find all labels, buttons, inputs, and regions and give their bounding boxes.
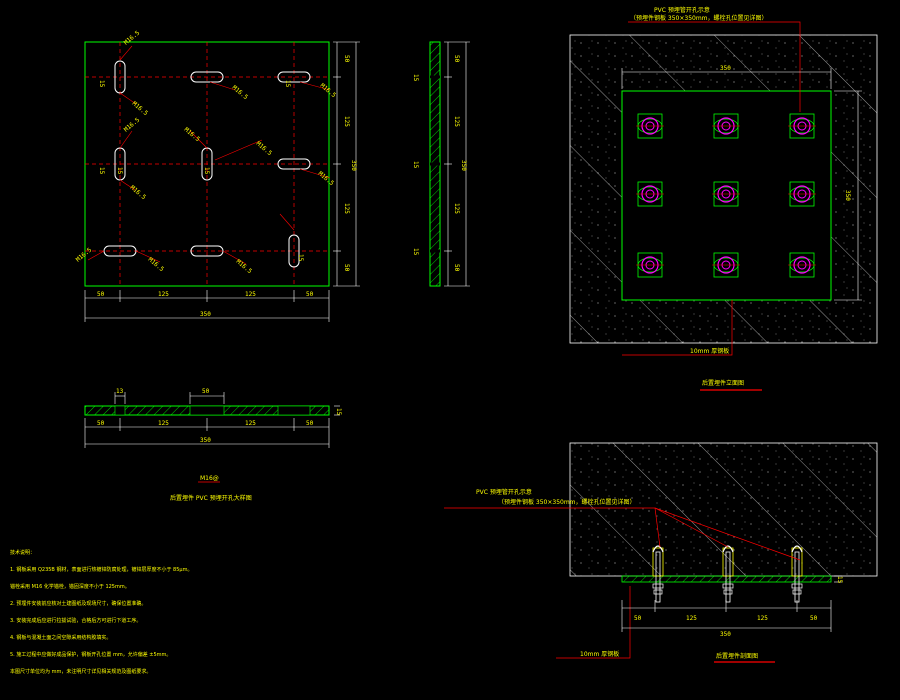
side-dim-right-3: 125: [453, 203, 460, 214]
section-caption: 后置埋件 PVC 预埋开孔大样图: [170, 494, 252, 502]
anchor-bolt-symbol: [788, 181, 816, 207]
notes-line: 5. 施工过程中应做好成品保护，钢板开孔位置 mm，允许偏差 ±5mm。: [10, 652, 172, 658]
anchor-bolt-symbol: [712, 181, 740, 207]
section-view: PVC 预埋管开孔示意 （预埋件钢板 350×350mm，螺栓孔位置见详图） 5…: [444, 442, 878, 663]
section-caption-right: 后置埋件剖面图: [716, 652, 758, 660]
hole-label: M16.5: [231, 84, 250, 101]
sect-dim-1: 50: [634, 615, 642, 622]
slot-label: 15: [116, 167, 123, 175]
hole-label: M16.5: [319, 82, 338, 99]
anchor-bolt-symbol: [636, 113, 664, 139]
slot-label: 15: [98, 80, 105, 88]
anchor-bolt-symbol: [788, 113, 816, 139]
elevation-dim-top: 350: [720, 65, 731, 72]
slot-label: 15: [284, 80, 291, 88]
dim-right-4: 50: [343, 264, 350, 272]
side-dim-right-2: 125: [453, 116, 460, 127]
elevation-leader-title: PVC 预埋管开孔示意: [654, 6, 710, 14]
elevation-leader-sub: （预埋件钢板 350×350mm，螺栓孔位置见详图）: [630, 14, 768, 22]
dim-right-total: 350: [350, 160, 357, 171]
hole-label: M16.5: [75, 246, 94, 263]
notes-line: 1. 钢板采用 Q235B 钢材，表面进行热镀锌防腐处理，镀锌层厚度不小于 85…: [10, 567, 193, 573]
hole-label: M16.5: [131, 100, 150, 117]
plate-section: 13 50 50 125 125 50 350 15 M16@ 后置埋件 PVC…: [84, 388, 342, 502]
section-leader-sub: （预埋件钢板 350×350mm，螺栓孔位置见详图）: [498, 498, 636, 506]
section-dim-right: 15: [335, 408, 342, 416]
anchor-bolt-symbol: [636, 181, 664, 207]
elevation-tag: 10mm 厚钢板: [690, 347, 729, 355]
dim-bottom-3: 125: [245, 291, 256, 298]
hole-labels: M16.5 M16.5 M16.5 M16.5 M16.5 M16.5 M16.…: [75, 29, 338, 275]
section-dim-bottom-4: 50: [306, 420, 314, 427]
anchor-bolt-section: [652, 545, 664, 603]
dim-bottom-2: 125: [158, 291, 169, 298]
side-dim-left-1: 15: [412, 74, 419, 82]
section-dim-bottom-1: 50: [97, 420, 105, 427]
hole-label: M16.5: [317, 170, 336, 187]
hole-label: M16.5: [123, 29, 142, 46]
dim-right-1: 50: [343, 55, 350, 63]
side-dim-right-1: 50: [453, 55, 460, 63]
elevation-dim-right: 350: [844, 190, 851, 201]
slot-label: 15: [98, 167, 105, 175]
hole-label: M16.5: [235, 258, 254, 275]
sect-dim-right: 15: [836, 576, 843, 584]
dim-bottom-4: 50: [306, 291, 314, 298]
notes-line: 4. 钢板与混凝土面之间空隙采用结构胶填实。: [10, 635, 112, 641]
section-tag: 10mm 厚钢板: [580, 650, 619, 658]
dim-right-2: 125: [343, 116, 350, 127]
section-dim-bottom-3: 125: [245, 420, 256, 427]
section-leader-title: PVC 预埋管开孔示意: [476, 488, 532, 496]
plate-side: 15 15 15 50 125 125 50 350: [412, 41, 470, 287]
hole-label: M16.5: [255, 140, 274, 157]
dim-bottom-1: 50: [97, 291, 105, 298]
plate-plan: M16.5 M16.5 M16.5 M16.5 M16.5 M16.5 M16.…: [75, 29, 360, 322]
dim-bottom-total: 350: [200, 311, 211, 318]
technical-notes: 技术说明： 1. 钢板采用 Q235B 钢材，表面进行热镀锌防腐处理，镀锌层厚度…: [10, 545, 250, 681]
section-dim-top-left: 13: [116, 388, 124, 395]
notes-title: 技术说明：: [10, 550, 36, 556]
notes-line: 2. 预埋件安装前应核对土建图纸及现场尺寸，确保位置准确。: [10, 601, 147, 607]
hole-label: M16.5: [123, 116, 142, 133]
notes-line: 锚栓采用 M16 化学锚栓，锚固深度不小于 125mm。: [10, 584, 130, 590]
sect-dim-2: 125: [686, 615, 697, 622]
side-dim-total: 350: [460, 160, 467, 171]
section-dim-top-mid: 50: [202, 388, 210, 395]
elevation-view: PVC 预埋管开孔示意 （预埋件钢板 350×350mm，螺栓孔位置见详图） 3…: [569, 6, 878, 391]
hole-label: M16.5: [129, 184, 148, 201]
side-dim-left-3: 15: [412, 248, 419, 256]
sect-dim-4: 50: [810, 615, 818, 622]
slot-label: 15: [297, 254, 304, 262]
hole-label: M16.5: [183, 126, 202, 143]
slot-label: 15: [203, 167, 210, 175]
anchor-bolt-symbol: [788, 252, 816, 278]
side-dim-left-2: 15: [412, 161, 419, 169]
side-dim-right-4: 50: [453, 264, 460, 272]
plan-dim-lines: [84, 41, 360, 322]
dim-right-3: 125: [343, 203, 350, 214]
anchor-bolt-section: [722, 545, 734, 603]
elevation-caption: 后置埋件立面图: [702, 379, 744, 387]
sect-dim-3: 125: [757, 615, 768, 622]
plate-centerlines: [85, 42, 329, 286]
anchor-bolts-plan: [636, 113, 816, 278]
hole-leaders: [87, 45, 331, 265]
notes-line: 3. 安装完成后应进行拉拔试验，合格后方可进行下道工序。: [10, 618, 142, 624]
notes-line: 本图尺寸单位均为 mm，未注明尺寸详见相关规范及图纸要求。: [10, 669, 152, 675]
section-caption-code: M16@: [200, 475, 219, 482]
anchor-bolt-symbol: [636, 252, 664, 278]
hole-label: M16.5: [147, 256, 166, 273]
anchor-bolt-symbol: [712, 252, 740, 278]
section-steel-plate: [621, 575, 832, 583]
sect-dim-total: 350: [720, 631, 731, 638]
slot-labels: 15 15 15 15 15 15: [98, 80, 304, 262]
section-dim-bottom-2: 125: [158, 420, 169, 427]
anchor-bolt-symbol: [712, 113, 740, 139]
section-dim-total: 350: [200, 437, 211, 444]
